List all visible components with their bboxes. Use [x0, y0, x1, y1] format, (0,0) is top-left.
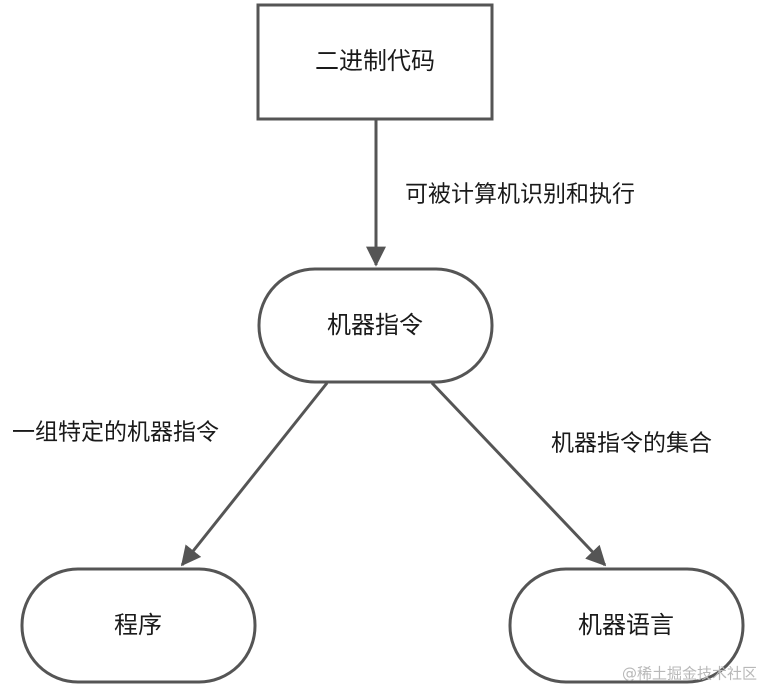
node-machine-instruction-label: 机器指令 — [327, 311, 423, 339]
node-machine-language-label: 机器语言 — [578, 611, 674, 639]
edge-instruction-to-program — [180, 382, 329, 567]
node-binary-code: 二进制代码 — [256, 3, 494, 121]
watermark-text: @稀土掘金技术社区 — [622, 665, 757, 683]
edge-label-recognizable: 可被计算机识别和执行 — [405, 182, 635, 208]
edge-instruction-to-language — [430, 381, 607, 567]
node-machine-instruction: 机器指令 — [257, 267, 494, 384]
node-binary-code-label: 二进制代码 — [315, 47, 435, 75]
edge-label-instruction-set: 机器指令的集合 — [551, 431, 712, 457]
node-program: 程序 — [20, 567, 257, 684]
node-program-label: 程序 — [114, 611, 162, 639]
node-machine-language: 机器语言 — [508, 567, 745, 684]
edge-label-specific-instructions: 一组特定的机器指令 — [12, 420, 219, 446]
